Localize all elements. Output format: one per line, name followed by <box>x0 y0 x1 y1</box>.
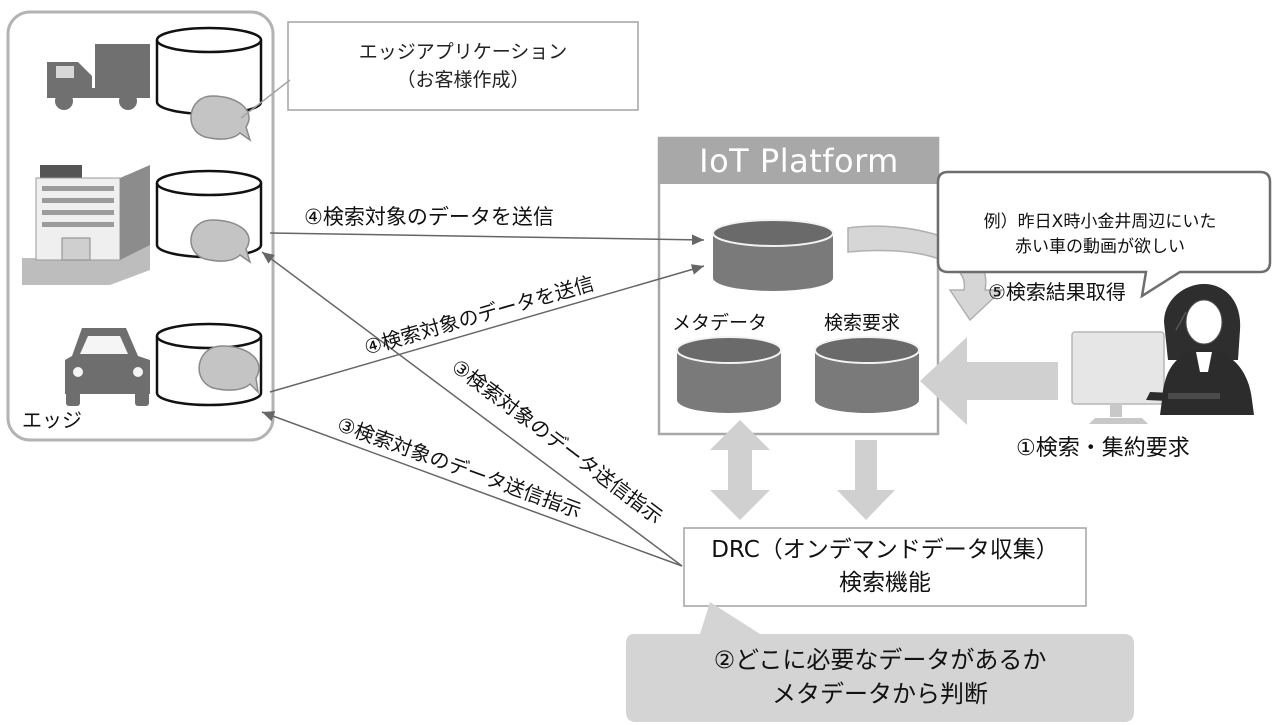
drc-line2: 検索機能 <box>839 570 931 596</box>
search-request-to-drc-arrow <box>837 440 895 520</box>
send-instruction-arrow-lower <box>261 411 683 567</box>
drc-label: DRC（オンデマンドデータ収集） 検索機能 <box>684 528 1086 606</box>
metadata-label: メタデータ <box>672 312 768 334</box>
drc-line1: DRC（オンデマンドデータ収集） <box>711 537 1059 563</box>
iot-platform-title: IoT Platform <box>699 142 899 180</box>
judgement-line2: メタデータから判断 <box>772 680 988 708</box>
edge-app-callout-line1: エッジアプリケーション <box>358 41 568 63</box>
edge-app-callout-leader <box>240 79 291 119</box>
operator-person-icon <box>1071 284 1254 424</box>
search-request-label: 検索要求 <box>824 312 901 334</box>
car-icon <box>65 328 150 406</box>
search-request-arrow <box>920 337 1058 425</box>
edge-group-label: エッジ <box>22 408 82 432</box>
search-result-label: ⑤検索結果取得 <box>988 280 1126 304</box>
edge-app-bubble-building <box>190 219 252 264</box>
send-data-arrow-upper <box>269 232 705 246</box>
search-aggregate-label: ①検索・集約要求 <box>1016 436 1190 461</box>
platform-cylinder-top <box>712 219 834 291</box>
user-request-bubble-shape <box>936 170 1272 299</box>
building-icon <box>22 165 150 285</box>
send-data-label-lower: ④検索対象のデータを送信 <box>361 271 596 360</box>
platform-drc-double-arrow <box>710 420 770 520</box>
judgement-bubble-shape <box>626 602 1134 722</box>
edge-app-callout: エッジアプリケーション （お客様作成） <box>288 22 638 110</box>
truck-icon <box>47 44 150 110</box>
iot-platform-title-bar <box>659 138 938 184</box>
user-request-line1: 例）昨日X時小金井周辺にいた <box>983 212 1217 232</box>
edge-app-bubble-truck <box>190 95 252 142</box>
send-instruction-arrow-upper <box>261 251 683 567</box>
drc-box <box>683 527 1087 607</box>
edge-app-callout-line2: （お客様作成） <box>396 69 530 91</box>
edge-app-callout-box <box>287 21 639 111</box>
user-request-bubble: 例）昨日X時小金井周辺にいた 赤い車の動画が欲しい <box>935 200 1265 270</box>
send-data-arrow-lower <box>269 264 705 393</box>
platform-cylinder-search-request <box>814 336 920 413</box>
judgement-line1: ②どこに必要なデータがあるか <box>713 646 1047 674</box>
edge-app-bubble-car <box>198 345 260 395</box>
user-request-line2: 赤い車の動画が欲しい <box>1015 237 1185 257</box>
judgement-text: ②どこに必要なデータがあるか メタデータから判断 <box>626 634 1134 720</box>
send-data-label-upper: ④検索対象のデータを送信 <box>304 205 554 229</box>
platform-cylinder-metadata <box>676 336 782 413</box>
